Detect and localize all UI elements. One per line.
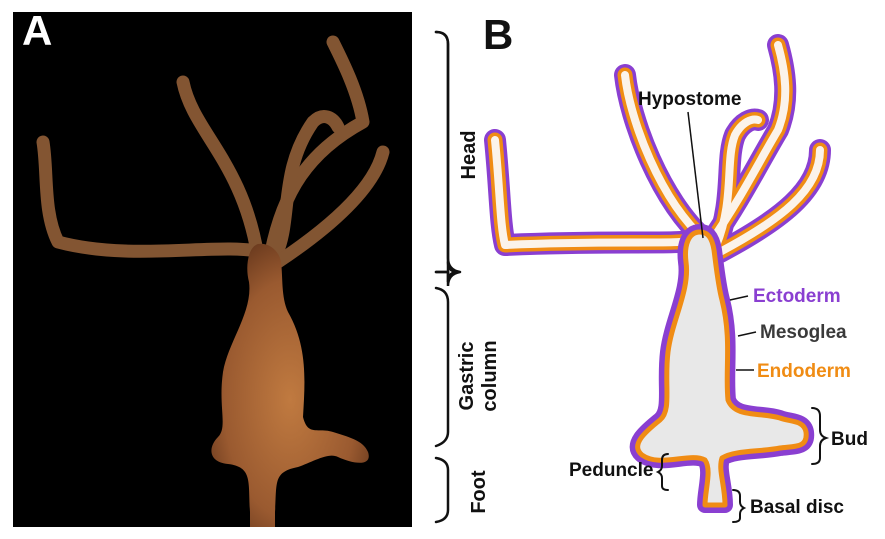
tentacles [495, 45, 820, 252]
label-ectoderm: Ectoderm [753, 287, 841, 306]
region-label-head: Head [458, 125, 482, 185]
foot-bracket [436, 458, 448, 522]
label-endoderm: Endoderm [757, 362, 851, 381]
basal-disc-brace [733, 490, 744, 522]
label-mesoglea: Mesoglea [760, 323, 847, 342]
region-label-foot: Foot [468, 467, 492, 517]
label-hypostome: Hypostome [638, 90, 741, 109]
region-brackets [436, 32, 460, 522]
ectoderm-pointer [730, 296, 748, 300]
gastric-bracket [436, 288, 448, 446]
mesoglea-pointer [738, 332, 756, 336]
label-bud: Bud [831, 430, 868, 449]
panel-b-letter: B [483, 14, 513, 56]
label-peduncle: Peduncle [569, 461, 653, 480]
label-basal-disc: Basal disc [750, 498, 844, 517]
